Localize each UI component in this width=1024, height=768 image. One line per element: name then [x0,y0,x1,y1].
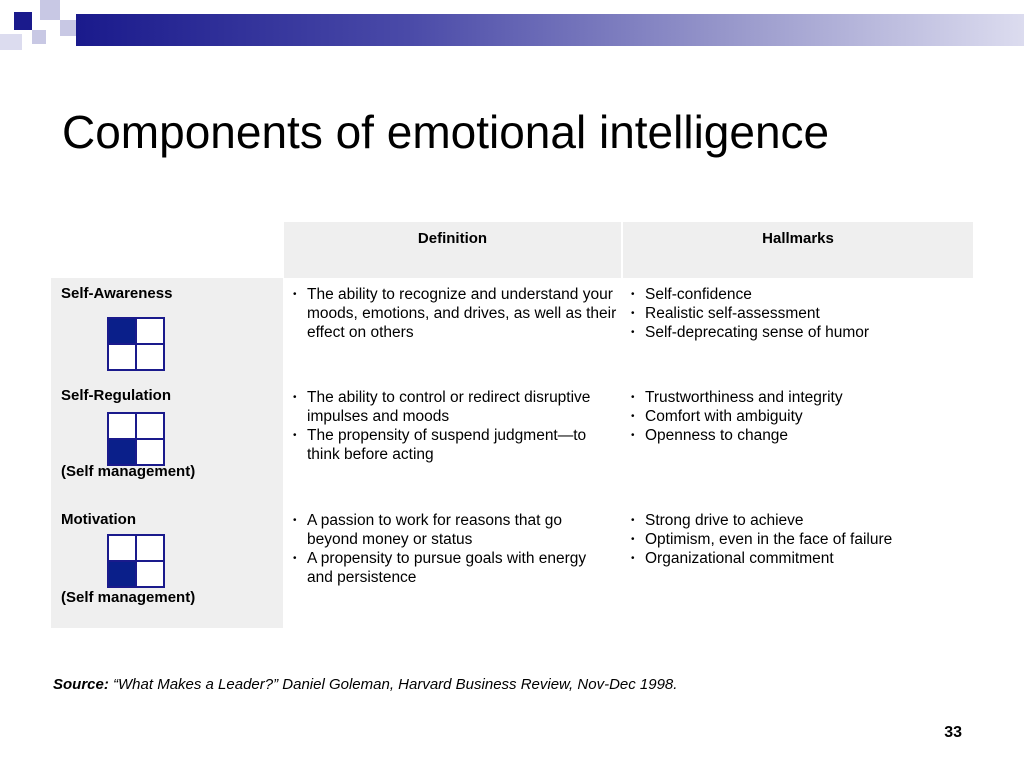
source-citation: Source: “What Makes a Leader?” Daniel Go… [53,676,677,693]
header-square-light [40,0,60,20]
component-label: Self-Awareness [61,285,173,302]
hallmarks-cell: Self-confidence Realistic self-assessmen… [629,285,969,342]
row-label-self-regulation: Self-Regulation (Self management) [51,380,283,504]
component-label: Self-Regulation [61,387,172,404]
quadrant-icon-top-left [107,317,165,371]
header-square-mid [32,30,46,44]
header-square-light [0,34,22,50]
definition-cell: A passion to work for reasons that go be… [291,511,611,587]
hallmark-bullet: Organizational commitment [629,549,969,568]
component-label: Motivation [61,511,136,528]
sub-label: (Self management) [61,463,196,480]
header-gradient-bar [76,14,1024,46]
hallmark-bullet: Self-deprecating sense of humor [629,323,969,342]
source-label: Source: [53,676,109,693]
header-square-dark [14,12,32,30]
page-number: 33 [944,724,962,741]
header-hallmarks: Hallmarks [623,222,973,278]
hallmark-bullet: Openness to change [629,426,969,445]
row-label-self-awareness: Self-Awareness [51,278,283,380]
row-label-motivation: Motivation (Self management) [51,504,283,628]
hallmark-bullet: Self-confidence [629,285,969,304]
definition-bullet: The ability to recognize and understand … [291,285,619,342]
slide-title: Components of emotional intelligence [62,106,830,158]
quadrant-icon-bottom-left [107,412,165,466]
quadrant-icon-bottom-left [107,534,165,588]
hallmarks-cell: Strong drive to achieve Optimism, even i… [629,511,969,568]
hallmark-bullet: Comfort with ambiguity [629,407,969,426]
definition-bullet: A passion to work for reasons that go be… [291,511,611,549]
definition-cell: The ability to recognize and understand … [291,285,619,342]
definition-bullet: The ability to control or redirect disru… [291,388,619,426]
hallmark-bullet: Strong drive to achieve [629,511,969,530]
header-square-light [60,20,76,36]
definition-bullet: The propensity of suspend judgment—to th… [291,426,619,464]
hallmark-bullet: Optimism, even in the face of failure [629,530,969,549]
header-definition: Definition [284,222,621,278]
hallmark-bullet: Trustworthiness and integrity [629,388,969,407]
hallmarks-cell: Trustworthiness and integrity Comfort wi… [629,388,969,445]
source-text: “What Makes a Leader?” Daniel Goleman, H… [108,676,678,693]
definition-bullet: A propensity to pursue goals with energy… [291,549,611,587]
sub-label: (Self management) [61,589,196,606]
definition-cell: The ability to control or redirect disru… [291,388,619,464]
hallmark-bullet: Realistic self-assessment [629,304,969,323]
